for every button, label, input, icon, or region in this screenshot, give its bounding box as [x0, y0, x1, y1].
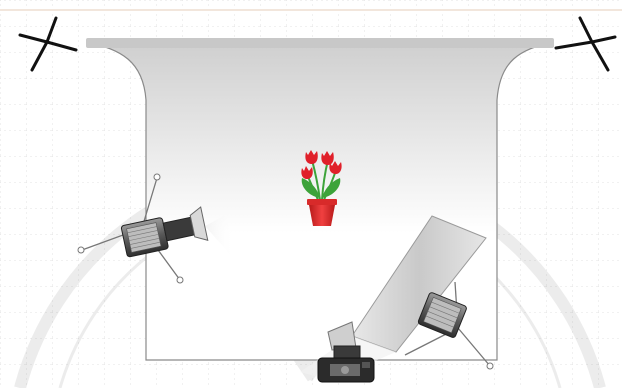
softbox-icon — [404, 281, 494, 370]
light-stand-icon — [18, 16, 78, 72]
camera-icon — [317, 321, 375, 383]
studio-light-icon — [77, 173, 235, 284]
flower-pot-icon — [301, 150, 342, 226]
light-stand-icon — [554, 16, 617, 72]
backdrop-roll — [86, 38, 554, 48]
